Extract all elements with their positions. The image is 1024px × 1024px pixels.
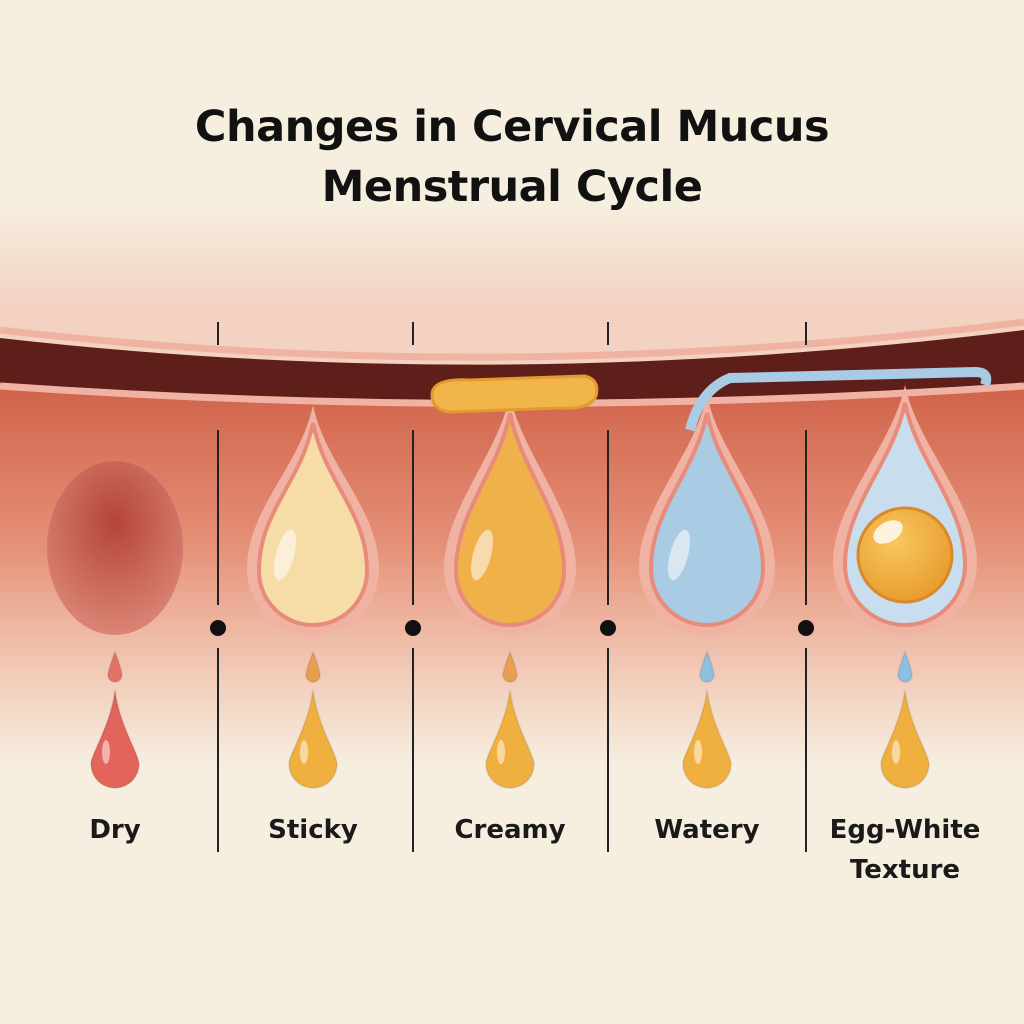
yolk-highlight xyxy=(873,520,903,544)
title-line-1: Changes in Cervical Mucus xyxy=(194,102,830,152)
stage-label-sticky: Sticky xyxy=(268,815,358,845)
divider-dot xyxy=(798,620,814,636)
stage-label-watery: Watery xyxy=(654,815,760,845)
small-drop-icon xyxy=(896,649,914,683)
stage-label-egg-white-line1: Egg-White xyxy=(829,815,981,845)
egg-white-strand xyxy=(685,366,992,432)
stage-label-creamy: Creamy xyxy=(454,815,566,845)
divider-dot xyxy=(405,620,421,636)
divider-dot xyxy=(600,620,616,636)
highlight xyxy=(274,529,296,581)
dry-gland xyxy=(47,461,183,635)
highlight xyxy=(668,529,690,581)
drop-highlight xyxy=(102,740,110,764)
creamy-overflow xyxy=(430,374,599,414)
membrane-band xyxy=(0,330,1024,403)
drop-highlight xyxy=(694,740,702,764)
small-drop-icon xyxy=(106,649,124,683)
large-drop-icon xyxy=(89,689,141,789)
large-drop-icon xyxy=(681,689,733,789)
drop-highlight xyxy=(892,740,900,764)
title-line-2: Menstrual Cycle xyxy=(321,162,703,212)
divider-dot xyxy=(210,620,226,636)
large-drop-icon xyxy=(879,689,931,789)
stage-label-egg-white: Egg-White Texture xyxy=(810,810,1000,890)
drop-highlight xyxy=(497,740,505,764)
highlight xyxy=(471,529,493,581)
drop-highlight xyxy=(300,740,308,764)
egg-yolk xyxy=(856,506,954,604)
large-drop-icon xyxy=(484,689,536,789)
small-drop-icon xyxy=(304,649,322,683)
small-drop-icon xyxy=(698,649,716,683)
large-drop-icon xyxy=(287,689,339,789)
stage-label-dry: Dry xyxy=(89,815,141,845)
stage-label-egg-white-line2: Texture xyxy=(849,855,961,885)
small-drop-icon xyxy=(501,649,519,683)
